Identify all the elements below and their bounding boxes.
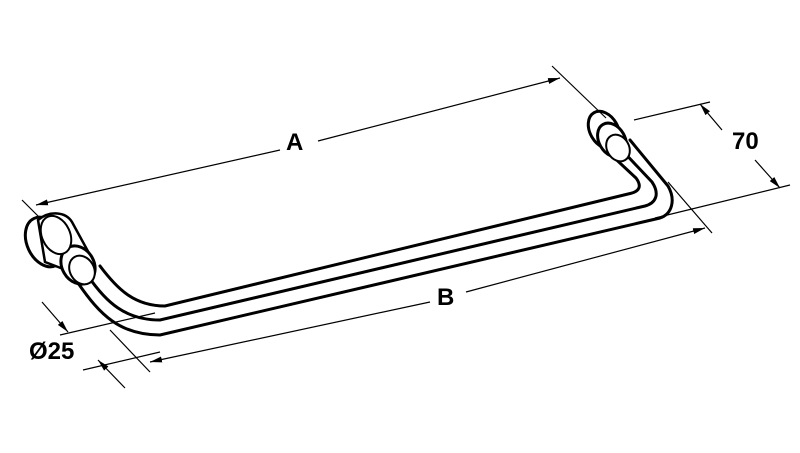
dimension-label-b: B xyxy=(434,286,458,310)
handle-bar xyxy=(76,138,674,337)
dimension-label-projection: 70 xyxy=(729,130,762,154)
dimension-diameter xyxy=(41,301,161,389)
dimension-70 xyxy=(633,101,791,219)
left-mount xyxy=(23,212,97,286)
dimension-b xyxy=(109,181,713,373)
dimension-a xyxy=(21,65,607,219)
right-mount xyxy=(586,109,631,163)
dimension-label-a: A xyxy=(283,131,307,155)
dimension-label-diameter: Ø25 xyxy=(29,338,75,365)
